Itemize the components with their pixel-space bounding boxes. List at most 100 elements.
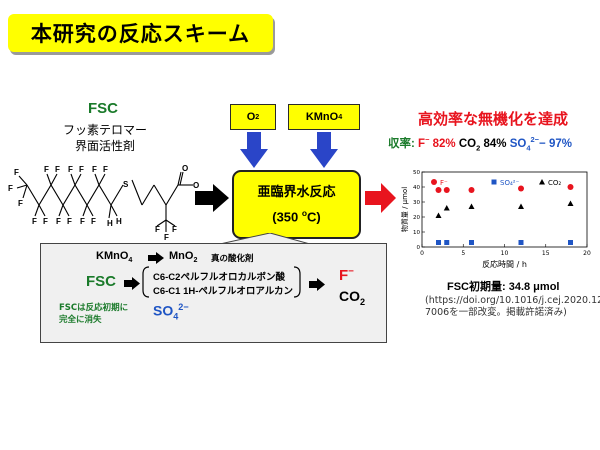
svg-text:F: F xyxy=(67,217,72,226)
data-point-sulfate xyxy=(444,240,450,245)
data-point-co2 xyxy=(443,205,450,211)
arrow-to-results-icon xyxy=(365,183,396,213)
detail-mno2: MnO2 xyxy=(169,250,198,265)
intermediates-to-products-arrow-icon xyxy=(309,278,325,291)
svg-text:F: F xyxy=(55,165,60,174)
kmno4-label: KMnO xyxy=(305,111,339,123)
o2-label: O xyxy=(246,111,256,123)
data-point-fluoride xyxy=(468,187,475,193)
citation-line2: 7006を一部改変。掲載許諾済み) xyxy=(425,307,567,318)
mechanism-detail-box: KMnO4 MnO2 真の酸化剤 FSC C6-C2ペルフルオロカルボン酸 C6… xyxy=(40,243,387,343)
yield-co2: CO2 84% xyxy=(458,138,507,153)
kmno4-to-mno2-arrow-icon xyxy=(148,252,164,264)
svg-text:F: F xyxy=(92,165,97,174)
fsc-to-intermediates-arrow-icon xyxy=(124,277,140,290)
y-tick-label: 50 xyxy=(413,170,420,176)
yield-chart: 0 5 10 15 20 0 10 20 30 40 50 F⁻ CO₂ SO₄²⁻ 物質量 / μmo… xyxy=(400,170,591,269)
y-tick-label: 30 xyxy=(413,200,420,206)
svg-text:F: F xyxy=(18,199,23,208)
detail-kmno4: KMnO4 xyxy=(96,250,133,265)
x-tick-label: 0 xyxy=(420,250,424,257)
legend-label: CO₂ xyxy=(548,179,561,187)
results-title: 高効率な無機化を達成 xyxy=(417,110,568,128)
data-point-co2 xyxy=(518,203,524,209)
data-point-co2 xyxy=(468,203,475,209)
svg-text:F: F xyxy=(32,217,37,226)
fsc-note-line1: FSCは反応初期に xyxy=(59,303,129,313)
oxidant-note: 真の酸化剤 xyxy=(211,254,254,264)
chart-frame xyxy=(421,171,588,248)
svg-text:F: F xyxy=(172,225,177,234)
svg-text:F: F xyxy=(79,165,84,174)
x-tick-label: 10 xyxy=(501,250,509,257)
fsc-name-line1: フッ素テロマー xyxy=(62,123,147,137)
x-tick-label: 20 xyxy=(583,250,591,257)
detail-fsc: FSC xyxy=(86,273,116,290)
svg-text:F: F xyxy=(14,168,19,177)
kmno4-subscript: 4 xyxy=(338,113,343,121)
svg-text:H: H xyxy=(116,217,122,226)
fsc-initial-amount: FSC初期量: 34.8 μmol xyxy=(447,281,560,293)
svg-text:F: F xyxy=(43,217,48,226)
svg-text:F: F xyxy=(8,184,13,193)
yield-line: 収率: F− 82% CO2 84% SO42−− 97% xyxy=(388,135,598,152)
svg-text:F: F xyxy=(68,165,73,174)
data-point-sulfate xyxy=(469,240,474,245)
y-tick-label: 20 xyxy=(413,215,420,221)
reactor-label: 亜臨界水反応 xyxy=(257,185,336,200)
x-tick-label: 5 xyxy=(461,250,465,257)
legend-marker-sulfate xyxy=(491,179,497,185)
title-banner: 本研究の反応スキーム xyxy=(8,14,273,52)
svg-text:F: F xyxy=(155,225,160,234)
chart-ylabel: 物質量 / μmol xyxy=(400,187,409,232)
fsc-label: FSC xyxy=(88,100,118,117)
yield-prefix: 収率: xyxy=(388,138,419,150)
fsc-note-line2: 完全に消失 xyxy=(59,315,102,325)
chart-marks xyxy=(435,184,574,245)
chart-xlabel: 反応時間 / h xyxy=(482,259,527,269)
data-point-sulfate xyxy=(568,240,573,245)
product-fluoride: F− xyxy=(339,266,354,284)
y-tick-label: 0 xyxy=(417,245,421,251)
data-point-fluoride xyxy=(518,185,524,192)
x-tick-label: 15 xyxy=(542,250,550,257)
svg-text:F: F xyxy=(103,165,108,174)
reactor-temperature: (350 oC) xyxy=(272,208,321,225)
chart-legend: F⁻ CO₂ SO₄²⁻ xyxy=(431,179,561,187)
legend-label: SO₄²⁻ xyxy=(500,179,520,187)
data-point-co2 xyxy=(435,212,442,218)
svg-text:F: F xyxy=(44,165,49,174)
product-sulfate: SO42− xyxy=(153,302,189,322)
svg-text:O: O xyxy=(182,164,188,173)
citation-line1: (https://doi.org/10.1016/j.cej.2020.12 xyxy=(425,295,600,306)
fsc-name-line2: 界面活性剤 xyxy=(74,139,135,153)
data-point-co2 xyxy=(567,200,574,206)
y-tick-label: 40 xyxy=(413,185,420,191)
svg-text:O: O xyxy=(193,181,199,190)
product-co2: CO2 xyxy=(339,288,366,307)
svg-text:F: F xyxy=(91,217,96,226)
legend-marker-fluoride xyxy=(431,179,437,185)
right-bracket xyxy=(293,266,301,298)
data-point-sulfate xyxy=(436,240,441,245)
y-tick-label: 10 xyxy=(413,230,420,236)
o2-down-arrow-icon xyxy=(240,132,268,168)
left-bracket xyxy=(142,266,150,298)
data-point-fluoride xyxy=(567,184,574,190)
svg-text:F: F xyxy=(80,217,85,226)
data-point-sulfate xyxy=(518,240,524,245)
svg-text:F: F xyxy=(56,217,61,226)
chart-ticks: 0 5 10 15 20 0 10 20 30 40 50 xyxy=(413,170,591,257)
intermediate-carboxylic-acids: C6-C2ペルフルオロカルボン酸 xyxy=(153,272,285,283)
yield-sulfate: SO42−− 97% xyxy=(509,135,572,153)
legend-label: F⁻ xyxy=(440,179,448,187)
page-title: 本研究の反応スキーム xyxy=(30,22,251,46)
intermediate-alkanes: C6-C1 1H-ペルフルオロアルカン xyxy=(153,286,294,297)
o2-subscript: 2 xyxy=(255,113,260,121)
arrow-to-reactor-icon xyxy=(195,184,229,212)
citation: (https://doi.org/10.1016/j.cej.2020.12 7… xyxy=(425,295,600,319)
yield-fluoride: F− 82% xyxy=(418,135,456,150)
